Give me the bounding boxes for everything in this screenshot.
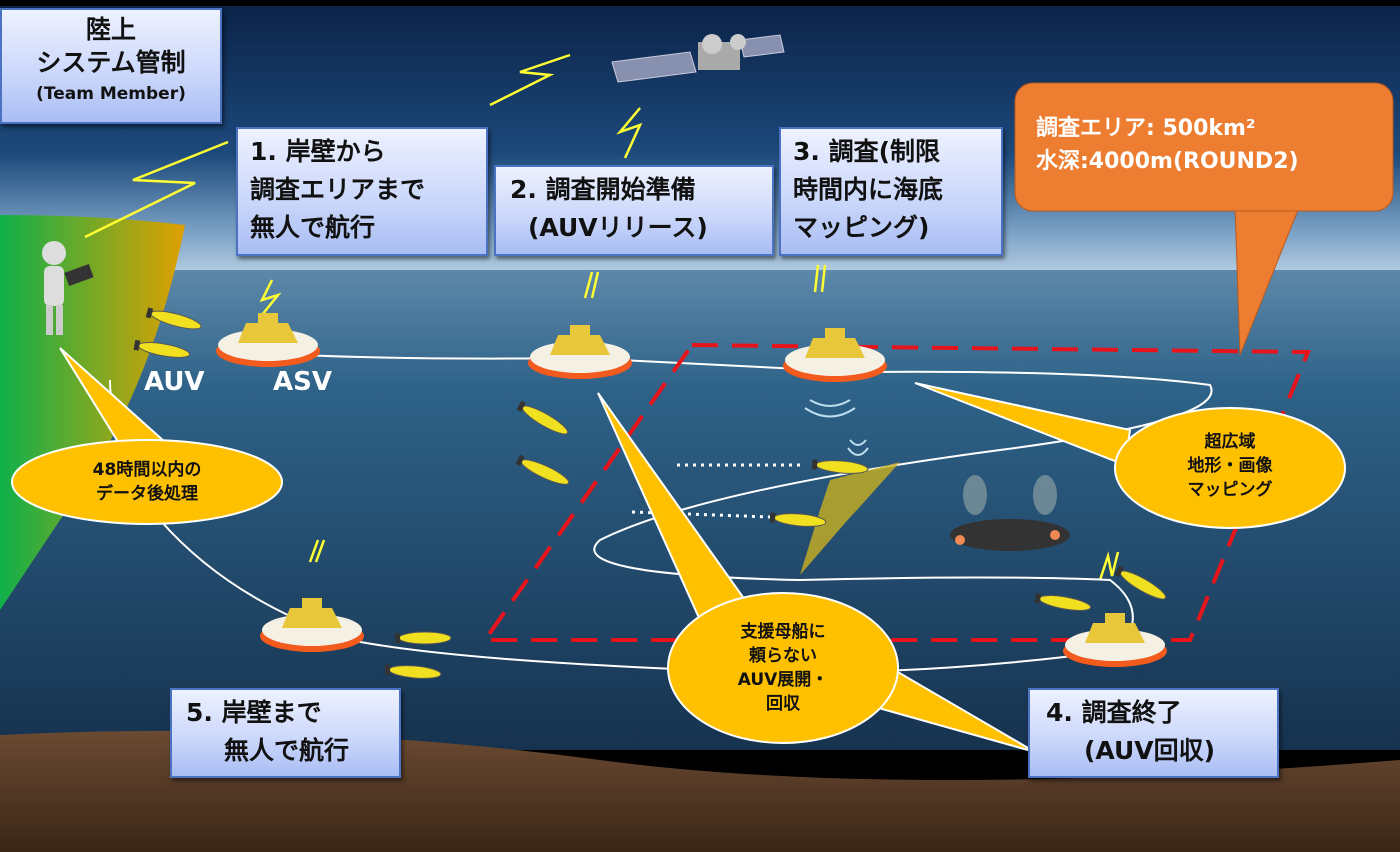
- bubble-text: 超広域: [1204, 432, 1256, 452]
- auv-icon: [395, 631, 452, 645]
- step-5-line: 5. 岸壁まで: [186, 698, 322, 727]
- bubble-post-processing-shape: [11, 439, 283, 525]
- bubble-text: マッピング: [1187, 480, 1273, 500]
- step-1-line: 1. 岸壁から: [250, 137, 386, 166]
- hydrothermal-vent: [950, 475, 1070, 551]
- asv-boat-icon: [528, 325, 632, 379]
- bubble-text: 地形・画像: [1187, 456, 1273, 476]
- satellite-icon: [611, 34, 785, 83]
- land-control-box: 陸上 システム管制 (Team Member): [0, 8, 222, 124]
- depth-text: 水深:4000m(ROUND2): [1036, 149, 1299, 174]
- step-4-line: (AUV回収): [1084, 736, 1216, 765]
- bubble-text: 回収: [766, 694, 800, 714]
- bubble-text: データ後処理: [96, 484, 198, 504]
- asv-boats: [216, 313, 1167, 667]
- auv-icon: [516, 400, 569, 435]
- auv-icon: [811, 459, 869, 474]
- step-2-line: 2. 調査開始準備: [510, 175, 696, 204]
- auv-icon: [145, 307, 202, 330]
- auv-icon: [1034, 592, 1092, 611]
- auv-icon: [769, 512, 827, 527]
- step-1-box: 1. 岸壁から 調査エリアまで 無人で航行: [236, 127, 488, 256]
- auv-icon: [384, 664, 442, 679]
- control-subtitle: システム管制: [36, 48, 186, 77]
- bubble-mapping-shape: [1114, 407, 1346, 529]
- bubble-text: AUV展開・: [737, 670, 829, 690]
- auv-icon: [133, 339, 191, 358]
- step-2-line: (AUVリリース): [528, 213, 708, 242]
- asv-boat-icon: [1063, 613, 1167, 667]
- step-5-line: 無人で航行: [224, 736, 350, 765]
- radio-link-icons: [84, 53, 1120, 581]
- control-team: (Team Member): [36, 84, 186, 104]
- sonar-waves: [804, 399, 869, 456]
- auv-vehicles: [133, 307, 1167, 679]
- step-1-line: 調査エリアまで: [250, 175, 426, 204]
- area-size-text: 調査エリア: 500km²: [1036, 116, 1256, 141]
- bubble-text: 頼らない: [749, 646, 817, 666]
- route-path: [109, 354, 1213, 674]
- step-2-box: 2. 調査開始準備 (AUVリリース): [494, 165, 774, 256]
- step-4-line: 4. 調査終了: [1046, 698, 1182, 727]
- asv-boat-icon: [783, 328, 887, 382]
- area-callout-shape: [1014, 82, 1394, 212]
- operator-figure: [42, 241, 94, 335]
- step-1-line: 無人で航行: [250, 213, 376, 242]
- bubble-mapping: 超広域 地形・画像 マッピング: [1115, 430, 1345, 502]
- auv-icon: [1114, 565, 1167, 600]
- bubble-text: 支援母船に: [740, 622, 826, 642]
- bubble-deployment: 支援母船に 頼らない AUV展開・ 回収: [668, 620, 898, 716]
- bubble-text: 48時間以内の: [92, 460, 202, 480]
- auv-icon: [515, 454, 570, 485]
- asv-boat-icon: [260, 598, 364, 652]
- step-4-box: 4. 調査終了 (AUV回収): [1028, 688, 1279, 778]
- bubble-post-processing: 48時間以内の データ後処理: [12, 458, 282, 506]
- bubble-deployment-shape: [667, 592, 899, 744]
- step-3-line: 3. 調査(制限: [793, 137, 941, 166]
- asv-boat-icon: [216, 313, 320, 367]
- asv-label: ASV: [273, 367, 332, 397]
- area-callout: 調査エリア: 500km² 水深:4000m(ROUND2): [1036, 112, 1299, 178]
- control-title: 陸上: [85, 15, 136, 44]
- step-3-line: マッピング): [793, 213, 930, 242]
- step-3-box: 3. 調査(制限 時間内に海底 マッピング): [779, 127, 1003, 256]
- step-5-box: 5. 岸壁まで 無人で航行: [170, 688, 401, 778]
- auv-label: AUV: [144, 367, 205, 397]
- survey-area-boundary: [481, 342, 1311, 642]
- step-3-line: 時間内に海底: [793, 175, 944, 204]
